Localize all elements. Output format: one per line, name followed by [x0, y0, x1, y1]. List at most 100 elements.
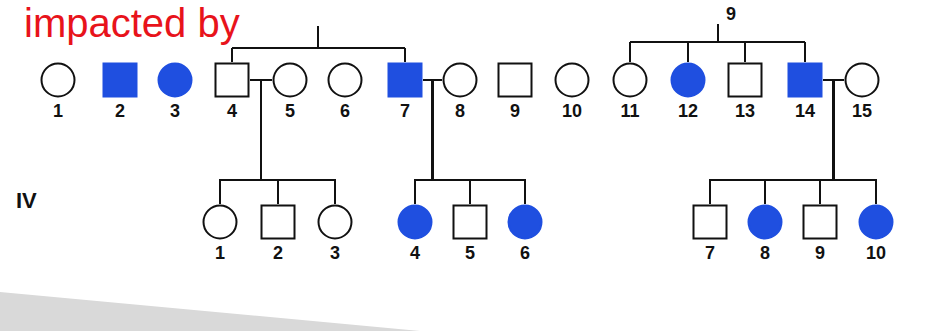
individual-number: 1 — [198, 243, 242, 263]
individual-number: 6 — [503, 243, 547, 263]
pedigree-individual: 5 — [448, 204, 492, 263]
female-symbol — [612, 62, 648, 98]
pedigree-line — [220, 80, 261, 204]
pedigree-line — [250, 80, 278, 204]
pedigree-line — [220, 80, 272, 204]
male-symbol — [787, 62, 823, 98]
pedigree-individual: 1 — [198, 204, 242, 263]
female-symbol — [844, 62, 880, 98]
pedigree-individual: 14 — [783, 62, 827, 121]
male-symbol — [452, 204, 488, 240]
pedigree-line — [710, 80, 844, 204]
pedigree-line — [261, 80, 335, 204]
pedigree-individual: 15 — [840, 62, 884, 121]
female-symbol — [202, 204, 238, 240]
pedigree-line — [765, 80, 834, 204]
pedigree-line — [433, 80, 471, 204]
pedigree-individual: 9 — [493, 62, 537, 121]
individual-number: 4 — [210, 101, 254, 121]
slide-heading: impacted by — [24, 0, 240, 46]
pedigree-individual: 3 — [153, 62, 197, 121]
male-symbol — [260, 204, 296, 240]
pedigree-line — [820, 80, 844, 204]
pedigree-individual: 2 — [256, 204, 300, 263]
individual-number: 4 — [393, 243, 437, 263]
pedigree-individual: 9 — [798, 204, 842, 263]
male-symbol — [102, 62, 138, 98]
individual-number: 6 — [323, 101, 367, 121]
female-symbol — [670, 62, 706, 98]
pedigree-line — [834, 80, 877, 204]
male-symbol — [727, 62, 763, 98]
pedigree-individual: 4 — [393, 204, 437, 263]
female-symbol — [272, 62, 308, 98]
female-symbol — [747, 204, 783, 240]
pedigree-line — [765, 80, 844, 204]
pedigree-individual: 2 — [98, 62, 142, 121]
slide-corner — [0, 292, 420, 331]
individual-number: 3 — [153, 101, 197, 121]
pedigree-individual: 7 — [383, 62, 427, 121]
pedigree-line — [433, 80, 526, 204]
pedigree-individual: 10 — [854, 204, 898, 263]
female-symbol — [317, 204, 353, 240]
pedigree-individual: 6 — [503, 204, 547, 263]
pedigree-line — [415, 80, 442, 204]
pedigree-line — [823, 80, 876, 204]
female-symbol — [507, 204, 543, 240]
individual-number: 3 — [313, 243, 357, 263]
pedigree-individual: 12 — [666, 62, 710, 121]
female-symbol — [442, 62, 478, 98]
male-symbol — [387, 62, 423, 98]
individual-number: 13 — [723, 101, 767, 121]
individual-number: 1 — [36, 101, 80, 121]
pedigree-individual: 1 — [36, 62, 80, 121]
callout-number: 9 — [726, 4, 736, 25]
individual-number: 15 — [840, 101, 884, 121]
pedigree-line — [415, 80, 433, 204]
individual-number: 11 — [608, 101, 652, 121]
individual-number: 8 — [438, 101, 482, 121]
male-symbol — [692, 204, 728, 240]
pedigree-individual: 8 — [438, 62, 482, 121]
female-symbol — [157, 62, 193, 98]
female-symbol — [858, 204, 894, 240]
female-symbol — [40, 62, 76, 98]
individual-number: 10 — [550, 101, 594, 121]
male-symbol — [497, 62, 533, 98]
male-symbol — [214, 62, 250, 98]
individual-number: 9 — [798, 243, 842, 263]
pedigree-individual: 7 — [688, 204, 732, 263]
male-symbol — [802, 204, 838, 240]
pedigree-line — [820, 80, 834, 204]
pedigree-individual: 10 — [550, 62, 594, 121]
female-symbol — [397, 204, 433, 240]
pedigree-line — [423, 80, 525, 204]
individual-number: 2 — [256, 243, 300, 263]
individual-number: 2 — [98, 101, 142, 121]
individual-number: 10 — [854, 243, 898, 263]
pedigree-individual: 11 — [608, 62, 652, 121]
generation-label: IV — [16, 188, 37, 213]
pedigree-line — [261, 80, 278, 204]
pedigree-line — [423, 80, 470, 204]
pedigree-individual: 3 — [313, 204, 357, 263]
individual-number: 14 — [783, 101, 827, 121]
pedigree-line — [250, 80, 335, 204]
individual-number: 8 — [743, 243, 787, 263]
pedigree-line — [710, 80, 834, 204]
individual-number: 7 — [688, 243, 732, 263]
individual-number: 5 — [448, 243, 492, 263]
pedigree-individual: 13 — [723, 62, 767, 121]
female-symbol — [327, 62, 363, 98]
female-symbol — [554, 62, 590, 98]
individual-number: 7 — [383, 101, 427, 121]
individual-number: 9 — [493, 101, 537, 121]
individual-number: 5 — [268, 101, 312, 121]
individual-number: 12 — [666, 101, 710, 121]
pedigree-individual: 6 — [323, 62, 367, 121]
upper-generation-lines — [232, 24, 805, 62]
pedigree-individual: 8 — [743, 204, 787, 263]
